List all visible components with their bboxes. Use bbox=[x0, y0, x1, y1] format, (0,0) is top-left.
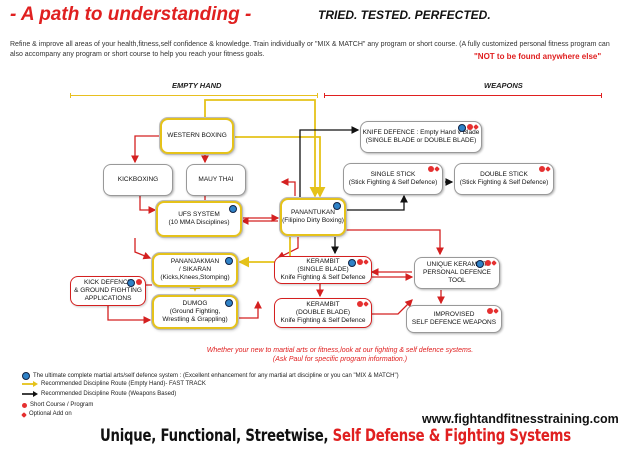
weapons-rule bbox=[324, 95, 602, 96]
tagline: TRIED. TESTED. PERFECTED. bbox=[318, 8, 491, 22]
badge-complete-icon bbox=[229, 205, 237, 213]
node-ufs-sub: (10 MMA Disciplines) bbox=[168, 219, 230, 226]
node-mauy-thai[interactable]: MAUY THAI bbox=[186, 164, 246, 196]
node-panantukan-sub: (Filipino Dirty Boxing) bbox=[282, 217, 344, 224]
node-pananjakman-sub: / SIKARAN bbox=[178, 266, 212, 273]
node-dumog-label: DUMOG bbox=[182, 300, 208, 307]
slogan-part1: Unique, Functional, Streetwise, bbox=[100, 426, 333, 446]
slogan-part2: Self Defense & Fighting Systems bbox=[332, 426, 571, 446]
legend-optional-text: Optional Add on bbox=[29, 411, 72, 417]
node-unique-kerambit[interactable]: UNIQUE KERAMBIT PERSONAL DEFENCE TOOL bbox=[414, 257, 500, 289]
badge-short-course-icon bbox=[487, 308, 499, 314]
node-single-stick-label: SINGLE STICK bbox=[370, 171, 416, 178]
node-double-stick-label: DOUBLE STICK bbox=[480, 171, 528, 178]
legend-empty-route-text: Recommended Discipline Route (Empty Hand… bbox=[41, 381, 206, 387]
legend-optional: Optional Add on bbox=[21, 411, 72, 418]
node-kerambit-single[interactable]: KERAMBIT (SINGLE BLADE) Knife Fighting &… bbox=[274, 256, 372, 284]
not-found-note: "NOT to be found anywhere else" bbox=[474, 52, 602, 61]
node-double-stick-sub: (Stick Fighting & Self Defence) bbox=[459, 179, 549, 186]
node-improvised[interactable]: IMPROVISED SELF DEFENCE WEAPONS bbox=[406, 305, 502, 333]
rule-tick bbox=[601, 93, 602, 98]
node-kerambit-double[interactable]: KERAMBIT (DOUBLE BLADE) Knife Fighting &… bbox=[274, 298, 372, 328]
node-panantukan-label: PANANTUKAN bbox=[291, 209, 335, 216]
optional-add-on-icon bbox=[21, 411, 27, 418]
node-pananjakman[interactable]: PANANJAKMAN / SIKARAN (Kicks,Knees,Stomp… bbox=[152, 253, 238, 287]
node-unique-kerambit-label: UNIQUE KERAMBIT bbox=[426, 261, 488, 268]
node-dumog-sub: (Ground Fighting, bbox=[169, 308, 221, 315]
node-western-boxing[interactable]: WESTERN BOXING bbox=[160, 118, 234, 154]
node-mauy-thai-label: MAUY THAI bbox=[198, 176, 234, 183]
node-kick-def-sub: & GROUND FIGHTING bbox=[74, 287, 142, 294]
node-single-stick[interactable]: SINGLE STICK (Stick Fighting & Self Defe… bbox=[343, 163, 443, 195]
badge-short-course-icon bbox=[428, 166, 440, 172]
empty-hand-rule bbox=[70, 95, 318, 96]
website-link[interactable]: www.fightandfitnesstraining.com bbox=[422, 412, 619, 426]
badge-complete-icon bbox=[333, 202, 341, 210]
badge-complete-icon bbox=[225, 257, 233, 265]
legend-short-course: Short Course / Program bbox=[22, 402, 93, 408]
footnote-line1: Whether your new to martial arts or fitn… bbox=[206, 347, 474, 354]
node-panantukan[interactable]: PANANTUKAN (Filipino Dirty Boxing) bbox=[280, 198, 346, 236]
node-dumog[interactable]: DUMOG (Ground Fighting, Wrestling & Grap… bbox=[152, 295, 238, 329]
node-improvised-label: IMPROVISED bbox=[433, 311, 475, 318]
rule-tick bbox=[324, 93, 325, 98]
legend-short-course-text: Short Course / Program bbox=[30, 402, 94, 408]
node-kerambit-double-desc: Knife Fighting & Self Defence bbox=[280, 317, 366, 324]
yellow-arrow-icon bbox=[22, 381, 38, 387]
node-knife-defence[interactable]: KNIFE DEFENCE : Empty Hand v Blade (SING… bbox=[360, 121, 482, 153]
intro-text: Refine & improve all areas of your healt… bbox=[10, 41, 610, 58]
node-kerambit-double-label: KERAMBIT bbox=[306, 301, 340, 308]
badge-short-course-icon bbox=[357, 301, 369, 307]
legend-weapons-route: Recommended Discipline Route (Weapons Ba… bbox=[22, 391, 176, 397]
page-title: - A path to understanding - bbox=[10, 4, 252, 25]
weapons-heading: WEAPONS bbox=[484, 81, 523, 90]
empty-hand-heading: EMPTY HAND bbox=[172, 81, 222, 90]
node-kick-def-label: KICK DEFENCE bbox=[83, 279, 133, 286]
badge-short-course-icon bbox=[348, 259, 369, 267]
slogan: Unique, Functional, Streetwise, Self Def… bbox=[100, 426, 571, 446]
node-kerambit-single-desc: Knife Fighting & Self Defence bbox=[280, 274, 366, 281]
node-kickboxing-label: KICKBOXING bbox=[117, 176, 159, 183]
node-kerambit-single-label: KERAMBIT bbox=[306, 258, 340, 265]
node-ufs-label: UFS SYSTEM bbox=[178, 211, 220, 218]
footnote: Whether your new to martial arts or fitn… bbox=[180, 346, 500, 364]
node-kerambit-single-sub: (SINGLE BLADE) bbox=[297, 266, 349, 273]
badge-complete-icon bbox=[225, 299, 233, 307]
black-arrow-icon bbox=[22, 391, 38, 397]
node-ufs-system[interactable]: UFS SYSTEM (10 MMA Disciplines) bbox=[156, 201, 242, 237]
node-double-stick[interactable]: DOUBLE STICK (Stick Fighting & Self Defe… bbox=[454, 163, 554, 195]
node-knife-sub: (SINGLE BLADE or DOUBLE BLADE) bbox=[365, 137, 477, 144]
badge-short-course-icon bbox=[127, 279, 142, 287]
node-unique-kerambit-sub: PERSONAL DEFENCE TOOL bbox=[422, 269, 492, 284]
footnote-line2: (Ask Paul for specific program informati… bbox=[272, 356, 408, 363]
legend-complete: The ultimate complete martial arts/self … bbox=[22, 372, 399, 380]
node-knife-label: KNIFE DEFENCE : Empty Hand v Blade bbox=[362, 129, 480, 136]
node-pananjakman-desc: (Kicks,Knees,Stomping) bbox=[160, 274, 230, 281]
legend-weapons-route-text: Recommended Discipline Route (Weapons Ba… bbox=[41, 391, 177, 397]
node-pananjakman-label: PANANJAKMAN bbox=[170, 258, 220, 265]
badge-short-course-icon bbox=[476, 260, 497, 268]
node-kick-defence[interactable]: KICK DEFENCE & GROUND FIGHTING APPLICATI… bbox=[70, 276, 146, 306]
legend-empty-route: Recommended Discipline Route (Empty Hand… bbox=[22, 381, 206, 387]
node-kickboxing[interactable]: KICKBOXING bbox=[103, 164, 173, 196]
complete-system-icon bbox=[22, 372, 30, 380]
legend-complete-text: The ultimate complete martial arts/self … bbox=[33, 373, 399, 379]
short-course-icon bbox=[22, 402, 27, 408]
rule-tick bbox=[317, 93, 318, 98]
node-kick-def-desc: APPLICATIONS bbox=[84, 295, 132, 302]
badge-short-course-icon bbox=[539, 166, 551, 172]
node-single-stick-sub: (Stick Fighting & Self Defence) bbox=[348, 179, 438, 186]
badge-short-course-icon bbox=[458, 124, 479, 132]
rule-tick bbox=[70, 93, 71, 98]
node-western-boxing-label: WESTERN BOXING bbox=[167, 132, 227, 139]
node-dumog-desc: Wrestling & Grappling) bbox=[162, 316, 228, 323]
node-improvised-sub: SELF DEFENCE WEAPONS bbox=[411, 319, 497, 326]
node-kerambit-double-sub: (DOUBLE BLADE) bbox=[295, 309, 351, 316]
